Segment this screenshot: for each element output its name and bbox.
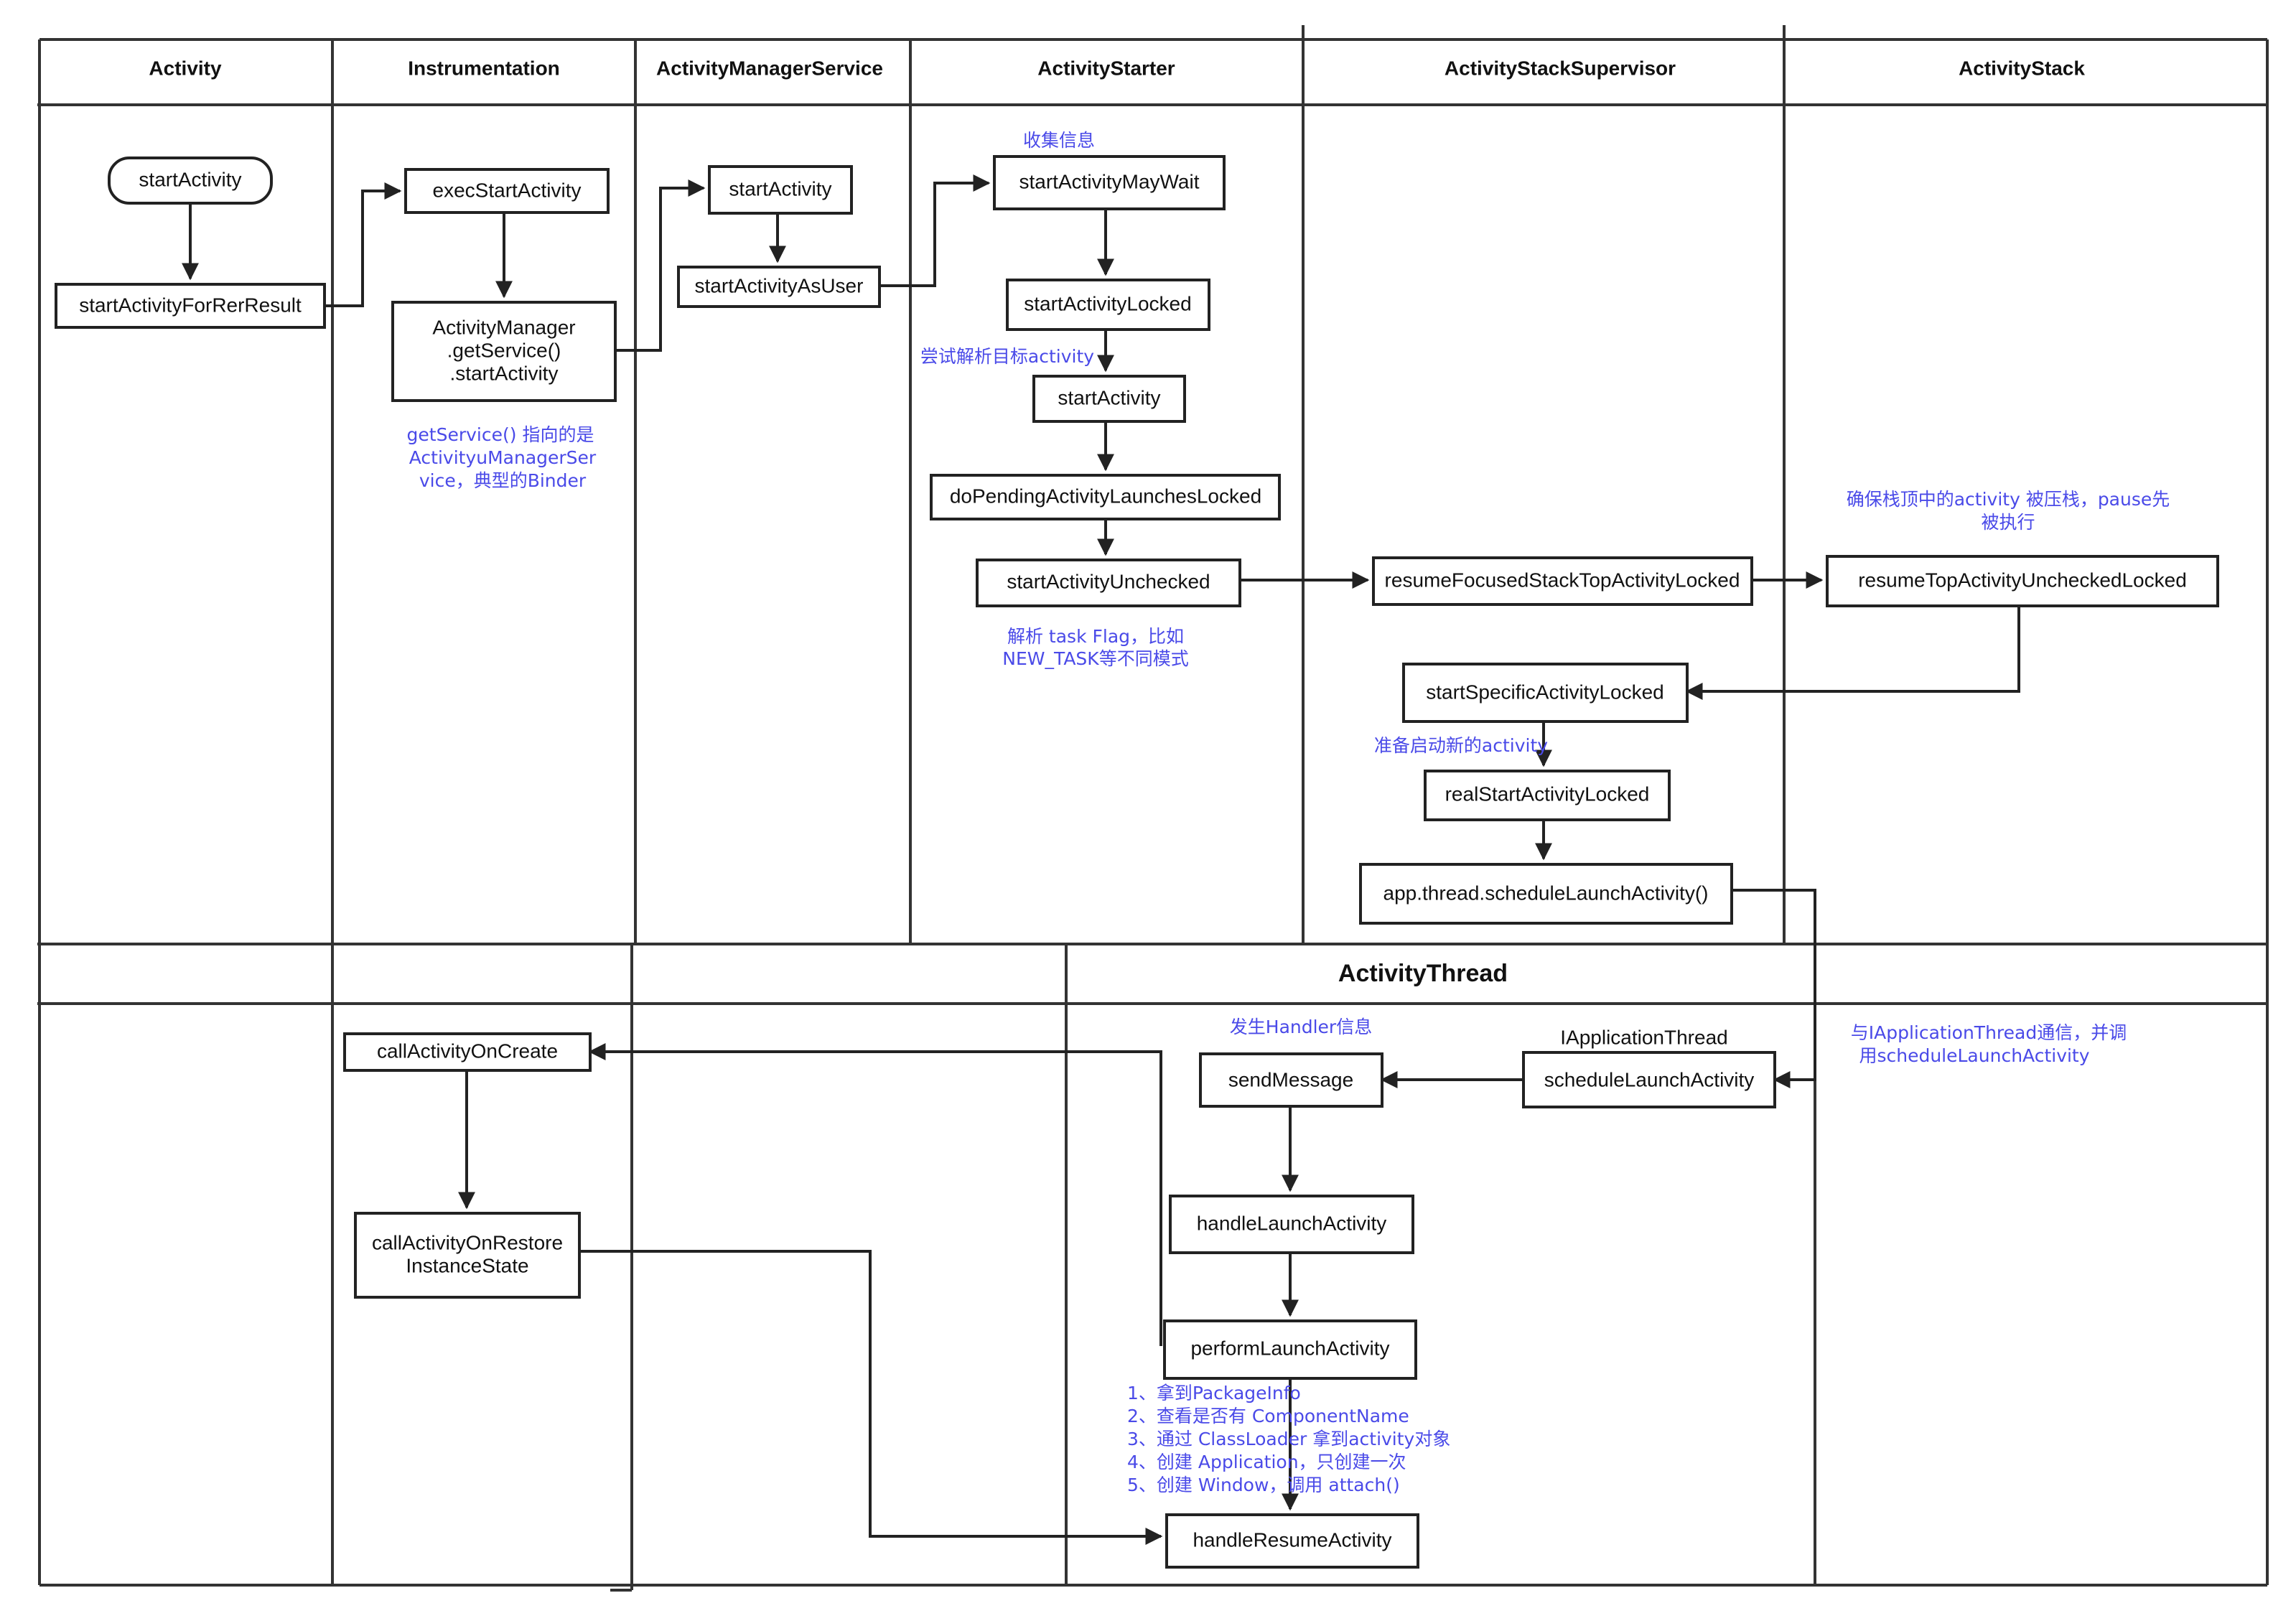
note-try-resolve-target: 尝试解析目标activity (920, 346, 1094, 367)
edge-schedule-app-to-schedule-launch (1732, 889, 1816, 1088)
note-perform-step-1: 1、拿到PackageInfo (1127, 1383, 1301, 1403)
note-parse-flag-line-2: NEW_TASK等不同模式 (1002, 648, 1188, 669)
node-start-activity-locked: startActivityLocked (1006, 279, 1210, 331)
node-schedule-launch-activity: scheduleLaunchActivity (1522, 1051, 1776, 1108)
note-ensure-top-line-1: 确保栈顶中的activity 被压栈，pause先 (1847, 489, 2170, 510)
lane-header-activity-thread: ActivityThread (1338, 960, 1508, 987)
node-am-line-2: .getService() (447, 339, 561, 361)
svg-text:startActivityForRerResult: startActivityForRerResult (79, 294, 302, 316)
lane-header-activity-stack-supervisor: ActivityStackSupervisor (1445, 57, 1676, 79)
lane-header-activity-starter: ActivityStarter (1037, 57, 1175, 79)
svg-text:startActivity: startActivity (139, 168, 241, 190)
node-exec-start-activity: execStartActivity (404, 168, 610, 214)
node-real-start-activity-locked: realStartActivityLocked (1424, 770, 1671, 821)
node-activity-manager-get-service: ActivityManager .getService() .startActi… (391, 301, 617, 402)
note-get-service-line-2: ActivityuManagerSer (409, 447, 597, 468)
node-app-thread-schedule-launch: app.thread.scheduleLaunchActivity() (1359, 863, 1733, 925)
node-call-activity-on-restore: callActivityOnRestore InstanceState (354, 1212, 581, 1299)
flow-edges (182, 174, 2020, 1545)
edge-perform-launch-to-on-create (588, 1043, 1162, 1346)
svg-text:startActivity: startActivity (729, 177, 831, 200)
iapplication-thread-label: IApplicationThread (1560, 1026, 1727, 1048)
svg-text:startSpecificActivityLocked: startSpecificActivityLocked (1426, 681, 1663, 703)
lane-header-activity-manager-service: ActivityManagerService (656, 57, 883, 79)
svg-text:doPendingActivityLaunchesLocke: doPendingActivityLaunchesLocked (950, 485, 1261, 507)
note-perform-step-5: 5、创建 Window，调用 attach() (1127, 1475, 1400, 1495)
svg-text:handleResumeActivity: handleResumeActivity (1193, 1528, 1391, 1551)
svg-text:sendMessage: sendMessage (1228, 1068, 1353, 1090)
node-start-activity-unchecked: startActivityUnchecked (976, 559, 1241, 607)
svg-text:scheduleLaunchActivity: scheduleLaunchActivity (1544, 1068, 1755, 1090)
note-send-handler-info: 发生Handler信息 (1230, 1017, 1372, 1037)
node-perform-launch-activity: performLaunchActivity (1163, 1319, 1417, 1380)
lane-header-activity-stack: ActivityStack (1959, 57, 2085, 79)
lane-header-instrumentation: Instrumentation (408, 57, 560, 79)
node-handle-launch-activity: handleLaunchActivity (1169, 1195, 1414, 1254)
node-call-activity-on-create: callActivityOnCreate (343, 1032, 592, 1072)
note-comm-iapp-line-2: 用scheduleLaunchActivity (1859, 1045, 2089, 1066)
svg-text:handleLaunchActivity: handleLaunchActivity (1197, 1212, 1387, 1234)
note-comm-iapp-line-1: 与IApplicationThread通信，并调 (1851, 1022, 2127, 1043)
note-prepare-new-activity: 准备启动新的activity (1374, 735, 1548, 756)
svg-text:startActivityAsUser: startActivityAsUser (695, 274, 864, 296)
node-start-activity-as-user: startActivityAsUser (677, 266, 881, 308)
node-am-line-1: ActivityManager (432, 316, 575, 338)
svg-text:startActivityLocked: startActivityLocked (1024, 292, 1191, 314)
svg-text:callActivityOnCreate: callActivityOnCreate (377, 1040, 558, 1062)
node-start-activity: startActivity (108, 157, 273, 205)
node-start-activity-for-result: startActivityForRerResult (55, 283, 326, 329)
svg-text:resumeTopActivityUncheckedLock: resumeTopActivityUncheckedLocked (1858, 569, 2187, 591)
note-collect-info: 收集信息 (1023, 130, 1095, 151)
svg-text:startActivityMayWait: startActivityMayWait (1019, 170, 1200, 192)
node-resume-top-activity-unchecked: resumeTopActivityUncheckedLocked (1826, 555, 2219, 607)
note-perform-step-3: 3、通过 ClassLoader 拿到activity对象 (1127, 1429, 1450, 1449)
note-perform-step-4: 4、创建 Application，只创建一次 (1127, 1452, 1406, 1472)
lane-header-activity: Activity (149, 57, 222, 79)
note-parse-flag-line-1: 解析 task Flag，比如 (1007, 626, 1184, 647)
svg-text:execStartActivity: execStartActivity (433, 179, 582, 201)
edge-for-result-to-exec (325, 182, 402, 307)
node-send-message: sendMessage (1199, 1052, 1383, 1108)
node-starter-start-activity: startActivity (1032, 375, 1186, 423)
svg-text:app.thread.scheduleLaunchActiv: app.thread.scheduleLaunchActivity() (1383, 882, 1709, 904)
node-am-line-3: .startActivity (450, 362, 559, 384)
svg-text:resumeFocusedStackTopActivityL: resumeFocusedStackTopActivityLocked (1385, 569, 1740, 591)
edge-as-user-to-may-wait (879, 174, 991, 287)
node-start-activity-may-wait: startActivityMayWait (993, 155, 1226, 210)
node-handle-resume-activity: handleResumeActivity (1165, 1513, 1419, 1569)
note-ensure-top-line-2: 被执行 (1981, 512, 2035, 533)
note-get-service-line-1: getService() 指向的是 (407, 424, 594, 445)
node-restore-line-2: InstanceState (406, 1254, 528, 1276)
note-get-service-line-3: vice，典型的Binder (419, 470, 587, 491)
node-start-specific-activity-locked: startSpecificActivityLocked (1402, 663, 1689, 723)
node-resume-focused-stack-top: resumeFocusedStackTopActivityLocked (1372, 556, 1753, 606)
svg-text:startActivity: startActivity (1058, 386, 1160, 408)
node-ams-start-activity: startActivity (708, 165, 853, 215)
svg-text:startActivityUnchecked: startActivityUnchecked (1007, 570, 1210, 592)
edge-get-service-to-ams (615, 179, 706, 352)
node-restore-line-1: callActivityOnRestore (372, 1231, 563, 1253)
svg-text:realStartActivityLocked: realStartActivityLocked (1445, 783, 1650, 805)
swimlane-grid (37, 25, 2269, 1592)
edge-resume-top-to-specific (1685, 605, 2020, 700)
node-do-pending-activity-launches-locked: doPendingActivityLaunchesLocked (930, 474, 1281, 520)
note-perform-step-2: 2、查看是否有 ComponentName (1127, 1406, 1409, 1426)
svg-text:performLaunchActivity: performLaunchActivity (1190, 1337, 1389, 1359)
edge-restore-to-handle-resume (579, 1250, 1163, 1545)
